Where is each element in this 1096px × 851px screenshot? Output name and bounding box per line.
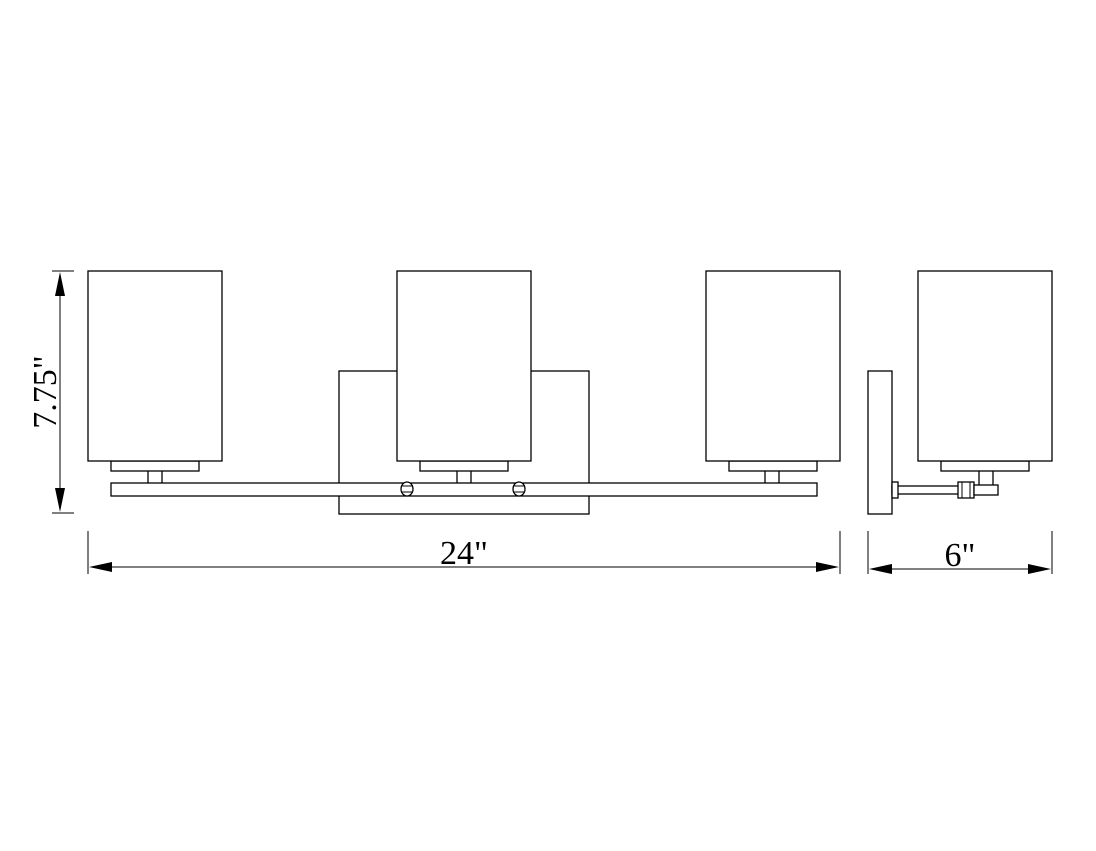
side-arm-collar (891, 481, 899, 499)
side-wall-plate (867, 370, 893, 515)
side-shade (917, 270, 1053, 462)
depth-label: 6" (945, 537, 976, 574)
width-label: 24" (440, 535, 488, 572)
shade-center (396, 270, 532, 483)
mounting-bar (110, 482, 818, 497)
shade-right (705, 270, 841, 483)
shade-left (87, 270, 223, 483)
mounting-screw-right (512, 481, 526, 497)
width-dimension: 24" (87, 531, 841, 574)
side-arm-knuckle (957, 481, 975, 499)
depth-dimension: 6" (867, 531, 1053, 574)
mounting-screw-left (400, 481, 414, 497)
height-dimension: 7.75" (27, 270, 74, 514)
height-label: 7.75" (27, 355, 64, 428)
side-arm (891, 485, 961, 495)
side-view (867, 270, 1053, 515)
front-view (87, 270, 841, 515)
